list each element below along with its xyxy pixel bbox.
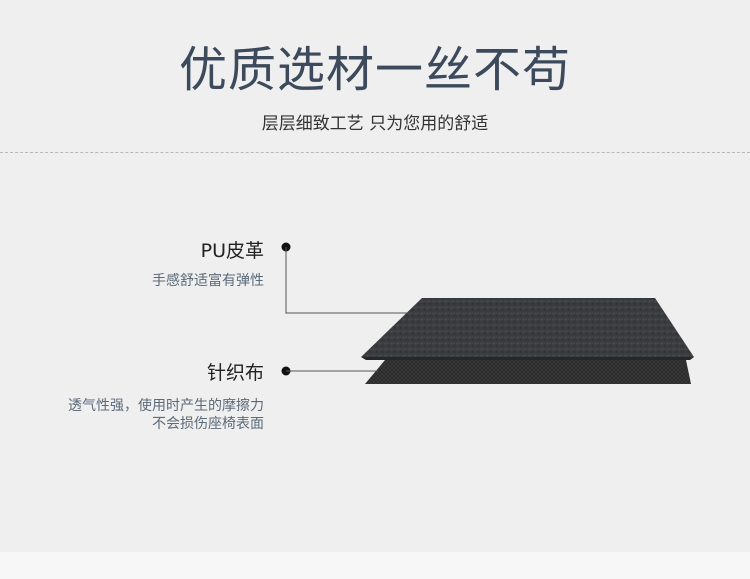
layer-name-knit-fabric: 针织布 — [206, 362, 264, 384]
pu-leather-layer — [361, 298, 694, 357]
layer-desc-pu-leather: 手感舒适富有弹性 — [152, 273, 264, 289]
dashed-divider — [0, 152, 750, 153]
layer-desc-knit-fabric-line-2: 不会损伤座椅表面 — [152, 416, 264, 432]
pu-leather-leader-line — [285, 247, 408, 314]
page-title: 优质选材一丝不苟 — [178, 42, 571, 98]
bottom-band — [0, 552, 750, 579]
layer-name-pu-leather: PU皮革 — [200, 240, 264, 262]
layer-desc-knit-fabric-line-1: 透气性强，使用时产生的摩擦力 — [68, 398, 264, 414]
page-subtitle: 层层细致工艺 只为您用的舒适 — [261, 114, 489, 134]
knit-fabric-layer — [365, 360, 691, 384]
